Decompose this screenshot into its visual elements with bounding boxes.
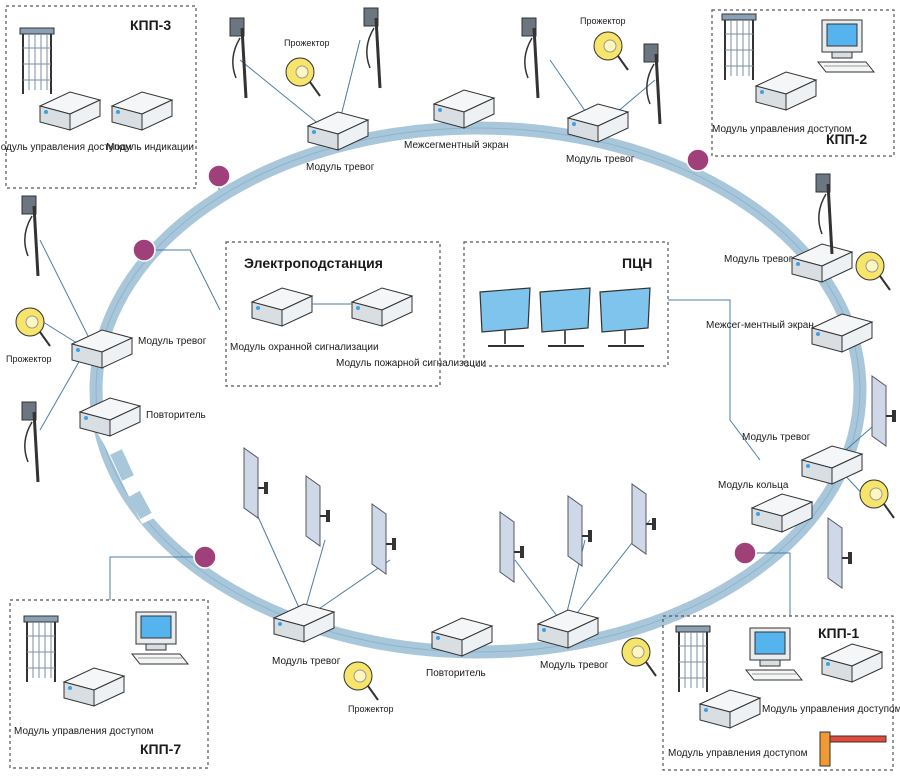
turnstile-icon [721,13,757,81]
zone-pcn [463,241,669,367]
barrier-post [819,731,831,767]
kpp2-access-module-label: Модуль управления доступом [712,124,852,135]
firewall-device [811,313,873,353]
security-alarm-module-label: Модуль охранной сигнализации [230,342,379,353]
sensor-panel-icon [871,375,897,447]
ring-dash-segment [110,449,134,481]
barrier-icon [825,735,887,743]
zone-kpp7 [9,599,209,769]
svg-text:Модуль индикации: Модуль индикации [106,142,194,153]
searchlight-icon [855,251,891,291]
zone-kpp2 [711,9,895,157]
ring-junction [733,541,757,565]
sensor-panel-icon [631,483,657,555]
kpp1-access-module-bottom-label: Модуль управления доступом [668,748,808,759]
camera-pole-icon [20,194,40,278]
fire-alarm-module-label: Модуль пожарной сигнализации [336,358,486,369]
kpp3-title: КПП-3 [130,17,171,33]
sensor-panel-icon [243,447,269,519]
firewall-right-label: Межсег-ментный экран [706,320,814,331]
kpp3-indication-module-label: Модуль индикации [106,142,194,153]
ring-junction [193,545,217,569]
ring-junction [132,238,156,262]
alarm-module-device [71,329,133,369]
alarm-module-label: Модуль тревог [742,432,811,443]
sensor-panel-icon [371,503,397,575]
ring-backbone [89,121,867,659]
repeater-device [79,397,141,437]
firewall-top-label: Межсегментный экран [404,140,509,151]
access-module-device [699,689,761,729]
kpp1-title: КПП-1 [818,625,859,641]
ring-junction [686,148,710,172]
alarm-module-label: Модуль тревог [272,656,341,667]
fire-alarm-module-device [351,287,413,327]
repeater-left-label: Повторитель [146,410,206,421]
repeater-bottom-label: Повторитель [426,668,486,679]
ring-dash-segment [128,490,152,520]
monitor-icon [479,287,531,347]
svg-text:Модуль управления доступом: Модуль управления доступом [0,142,132,153]
access-module-device [755,71,817,111]
alarm-module-label: Модуль тревог [138,336,207,347]
searchlight-icon [15,307,51,347]
searchlight-icon [593,31,629,71]
ring-backbone-outline [95,127,861,653]
substation-title: Электроподстанция [244,255,383,271]
sensor-panel-icon [499,511,525,583]
searchlight-label: Прожектор [580,16,625,26]
searchlight-icon [285,57,321,97]
monitor-icon [599,287,651,347]
computer-icon [817,19,875,73]
kpp3-access-module-label: Модуль управления доступом [0,142,132,153]
access-module-device [821,643,883,683]
alarm-module-label: Модуль тревог [306,162,375,173]
searchlight-label: Прожектор [284,38,329,48]
alarm-module-label: Модуль тревог [566,154,635,165]
access-module-device [63,667,125,707]
security-alarm-module-device [251,287,313,327]
ring-junction [207,164,231,188]
camera-pole-icon [228,16,248,100]
searchlight-icon [621,637,657,677]
zone-substation [225,241,441,387]
camera-pole-icon [20,400,40,484]
zone-kpp1 [662,615,894,771]
computer-icon [131,611,189,665]
turnstile-icon [23,615,59,683]
kpp7-title: КПП-7 [140,741,181,757]
camera-pole-icon [642,42,662,126]
camera-pole-icon [362,6,382,90]
kpp2-title: КПП-2 [826,131,867,147]
alarm-module-device [801,445,863,485]
access-module-device [39,91,101,131]
pcn-title: ПЦН [622,255,652,271]
kpp1-access-module-right-label: Модуль управления доступом [762,704,900,715]
monitor-icon [539,287,591,347]
searchlight-icon [859,479,895,519]
ring-module-label: Модуль кольца [718,480,789,491]
alarm-module-label: Модуль тревог [540,660,609,671]
computer-icon [745,627,803,681]
indication-module-device [111,91,173,131]
alarm-module-device [567,103,629,143]
turnstile-icon [675,625,711,693]
searchlight-icon [343,661,379,701]
camera-pole-icon [520,16,540,100]
turnstile-icon [19,27,55,95]
sensor-panel-icon [305,475,331,547]
alarm-module-label: Модуль тревог [724,254,793,265]
searchlight-label: Прожектор [6,354,51,364]
kpp7-access-module-label: Модуль управления доступом [14,726,154,737]
camera-pole-icon [814,172,834,256]
sensor-panel-icon [567,495,593,567]
sensor-panel-icon [827,517,853,589]
searchlight-label: Прожектор [348,704,393,714]
